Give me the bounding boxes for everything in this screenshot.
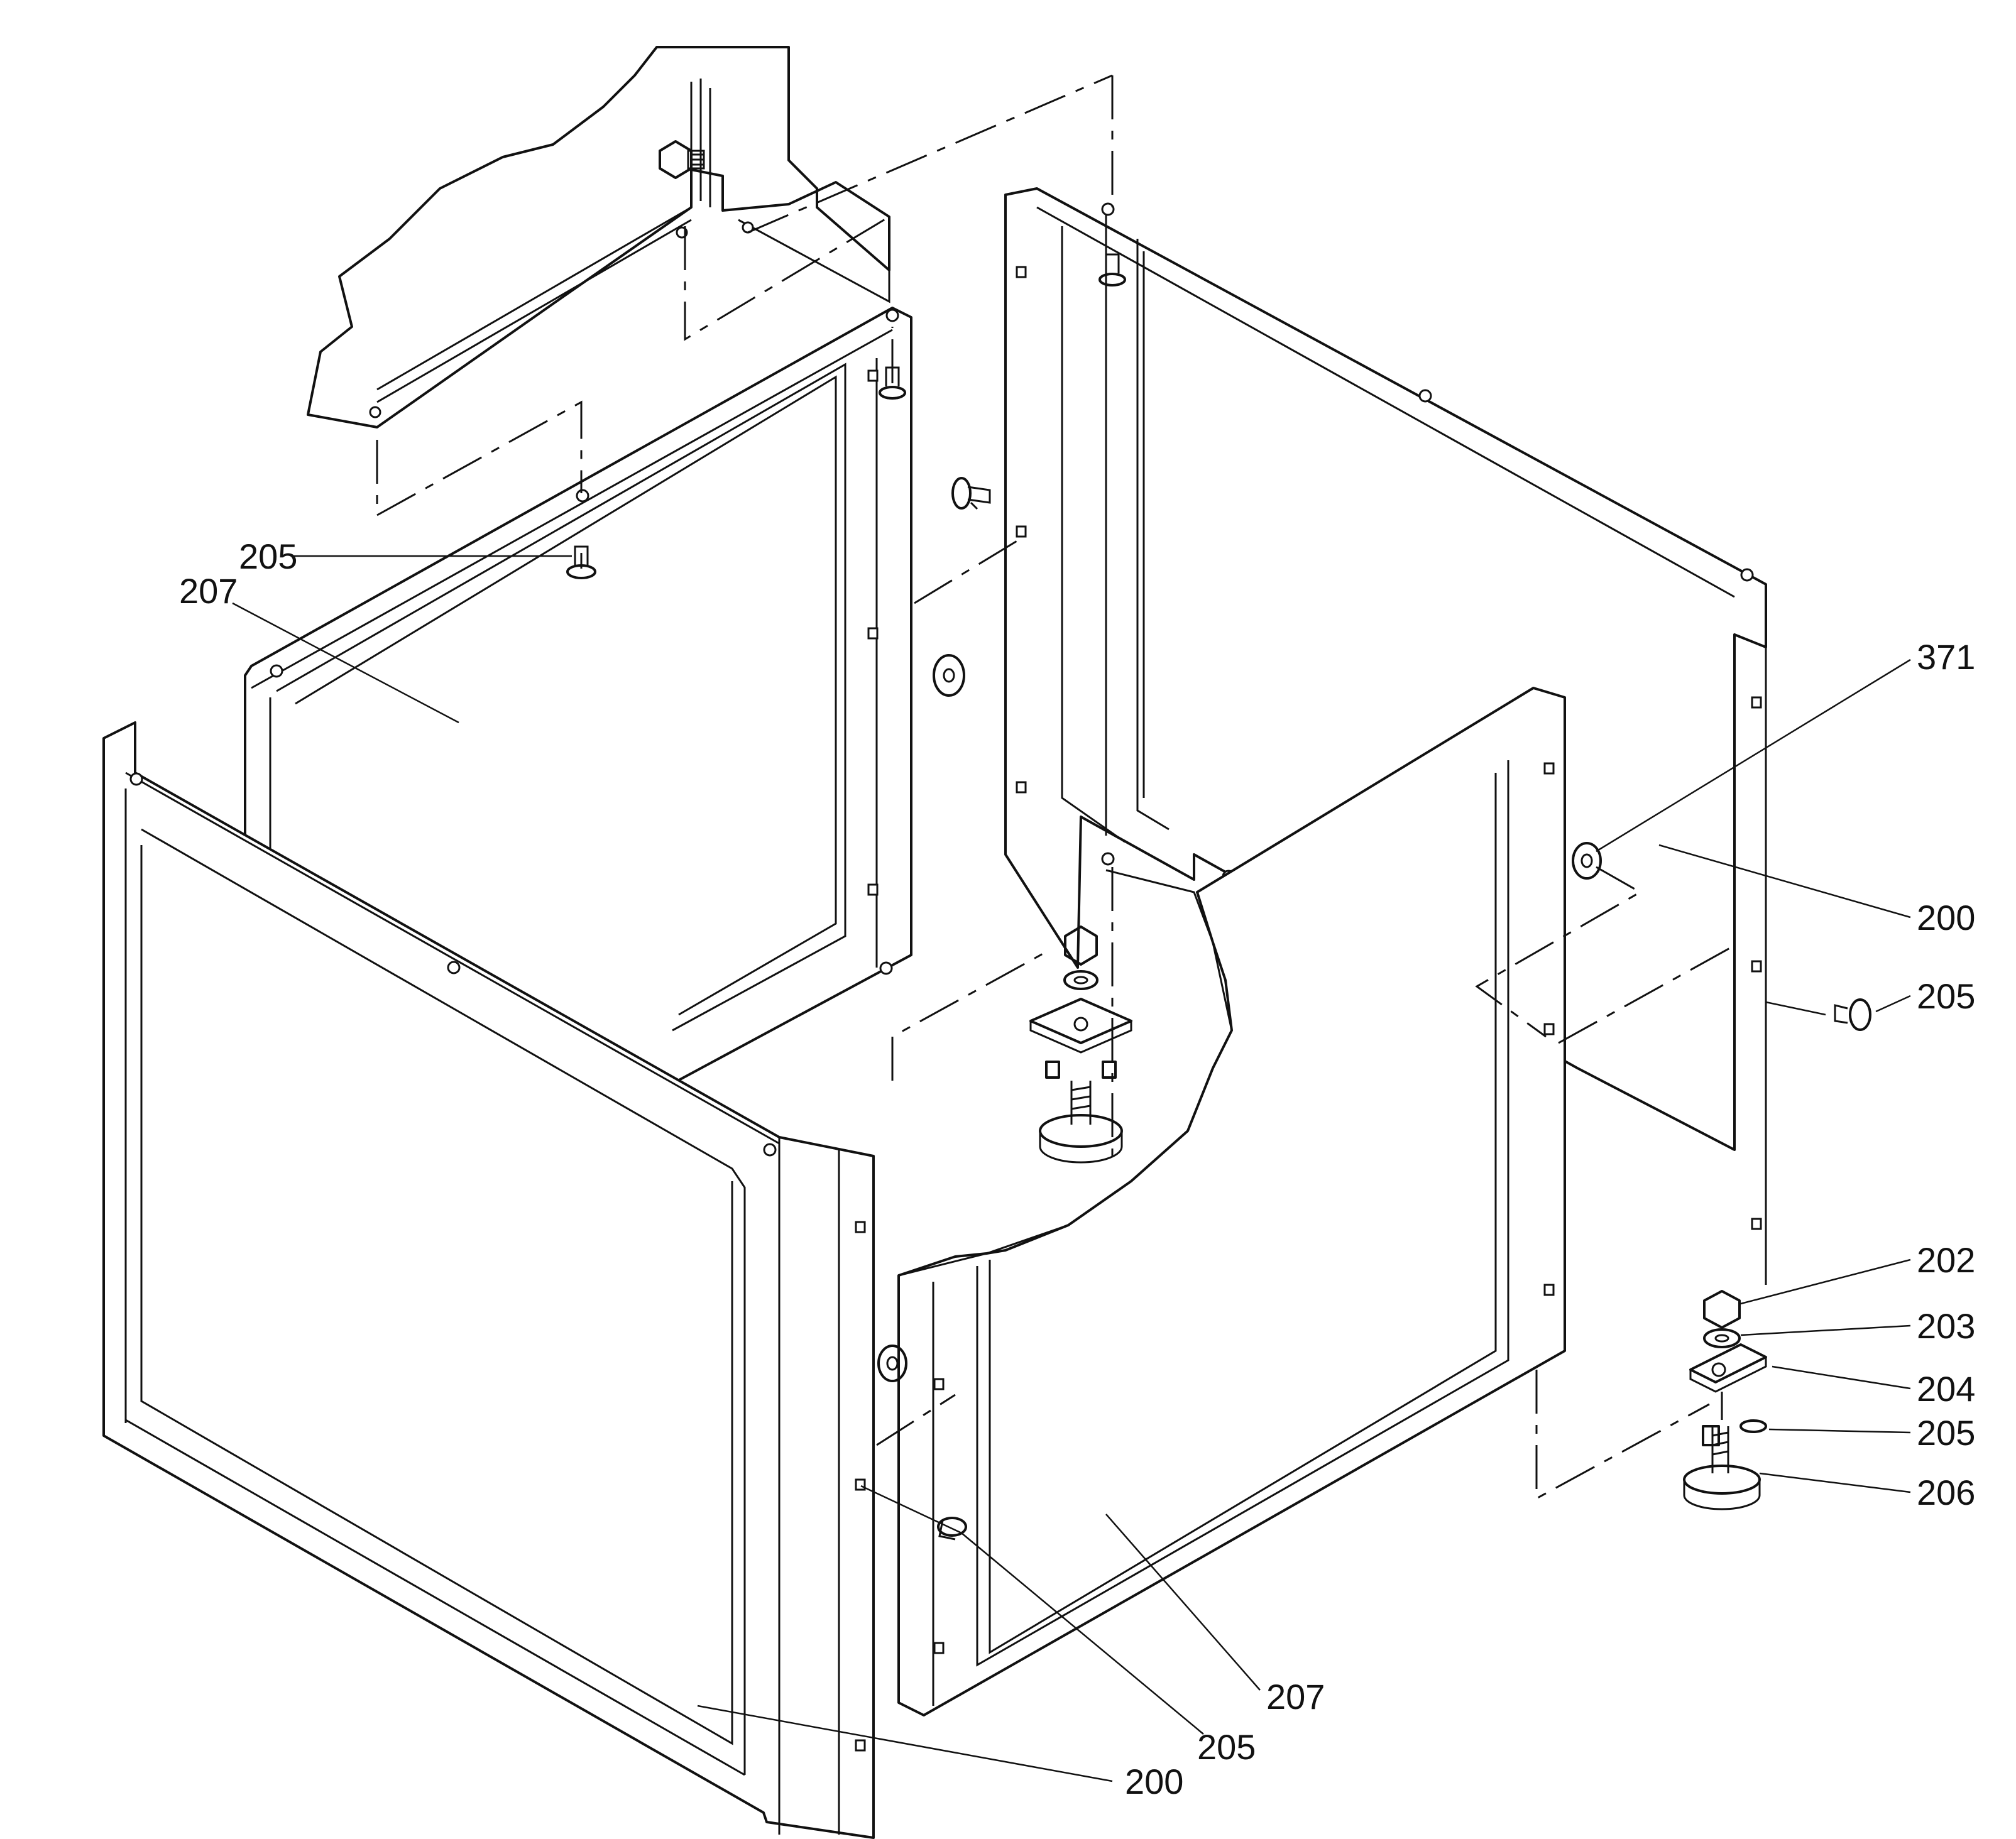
- right-levelling-foot-assembly: [1683, 1290, 1767, 1510]
- hex-bolt-icon: [659, 140, 705, 179]
- callout-207: 207: [179, 571, 238, 611]
- callout-205: 205: [1917, 976, 1975, 1016]
- callout-205: 205: [239, 537, 297, 576]
- foot-pad-icon: [1039, 1114, 1123, 1148]
- callout-207: 207: [1266, 1677, 1325, 1716]
- callout-206: 206: [1917, 1473, 1975, 1512]
- mounting-plate-icon: [1689, 1343, 1767, 1383]
- screw-icon: [1739, 1419, 1767, 1433]
- callout-200: 200: [1125, 1762, 1183, 1801]
- callout-leaders: [232, 555, 1911, 1782]
- flat-washer-icon: [1572, 842, 1602, 880]
- mount-hole: [369, 406, 381, 418]
- bolt-icon: [1045, 1061, 1060, 1079]
- screw-icon: [937, 1517, 967, 1541]
- flat-washer-icon: [877, 1345, 907, 1382]
- rear-right-side-panel: [1004, 187, 1767, 1285]
- assembly-lines: [376, 74, 1735, 1500]
- cutaway-outline: [898, 869, 1233, 1277]
- screw-icon: [951, 477, 991, 510]
- callout-200: 200: [1917, 898, 1975, 937]
- hex-nut-icon: [1703, 1290, 1741, 1329]
- bolt-icon: [1702, 1425, 1720, 1446]
- washer-icon: [1063, 970, 1098, 990]
- screw-icon: [1834, 998, 1871, 1031]
- flat-washer-icon: [933, 654, 965, 697]
- washer-icon: [1703, 1328, 1741, 1348]
- callout-205: 205: [1197, 1727, 1256, 1767]
- screw-icon: [1098, 253, 1126, 286]
- center-levelling-foot-assembly: [1029, 925, 1132, 1164]
- hex-nut-icon: [1064, 925, 1098, 966]
- foot-pad-icon: [1683, 1465, 1761, 1495]
- callout-371: 371: [1917, 637, 1975, 677]
- upper-cabinet-fragment: [307, 46, 890, 428]
- callout-205: 205: [1917, 1413, 1975, 1453]
- callout-202: 202: [1917, 1240, 1975, 1280]
- callout-204: 204: [1917, 1369, 1975, 1409]
- callout-labels: 205 207 371 200 205 202 203 204 205 206 …: [179, 537, 1975, 1801]
- front-left-side-panel: [102, 721, 875, 1839]
- callout-203: 203: [1917, 1306, 1975, 1346]
- bolt-icon: [1102, 1061, 1117, 1079]
